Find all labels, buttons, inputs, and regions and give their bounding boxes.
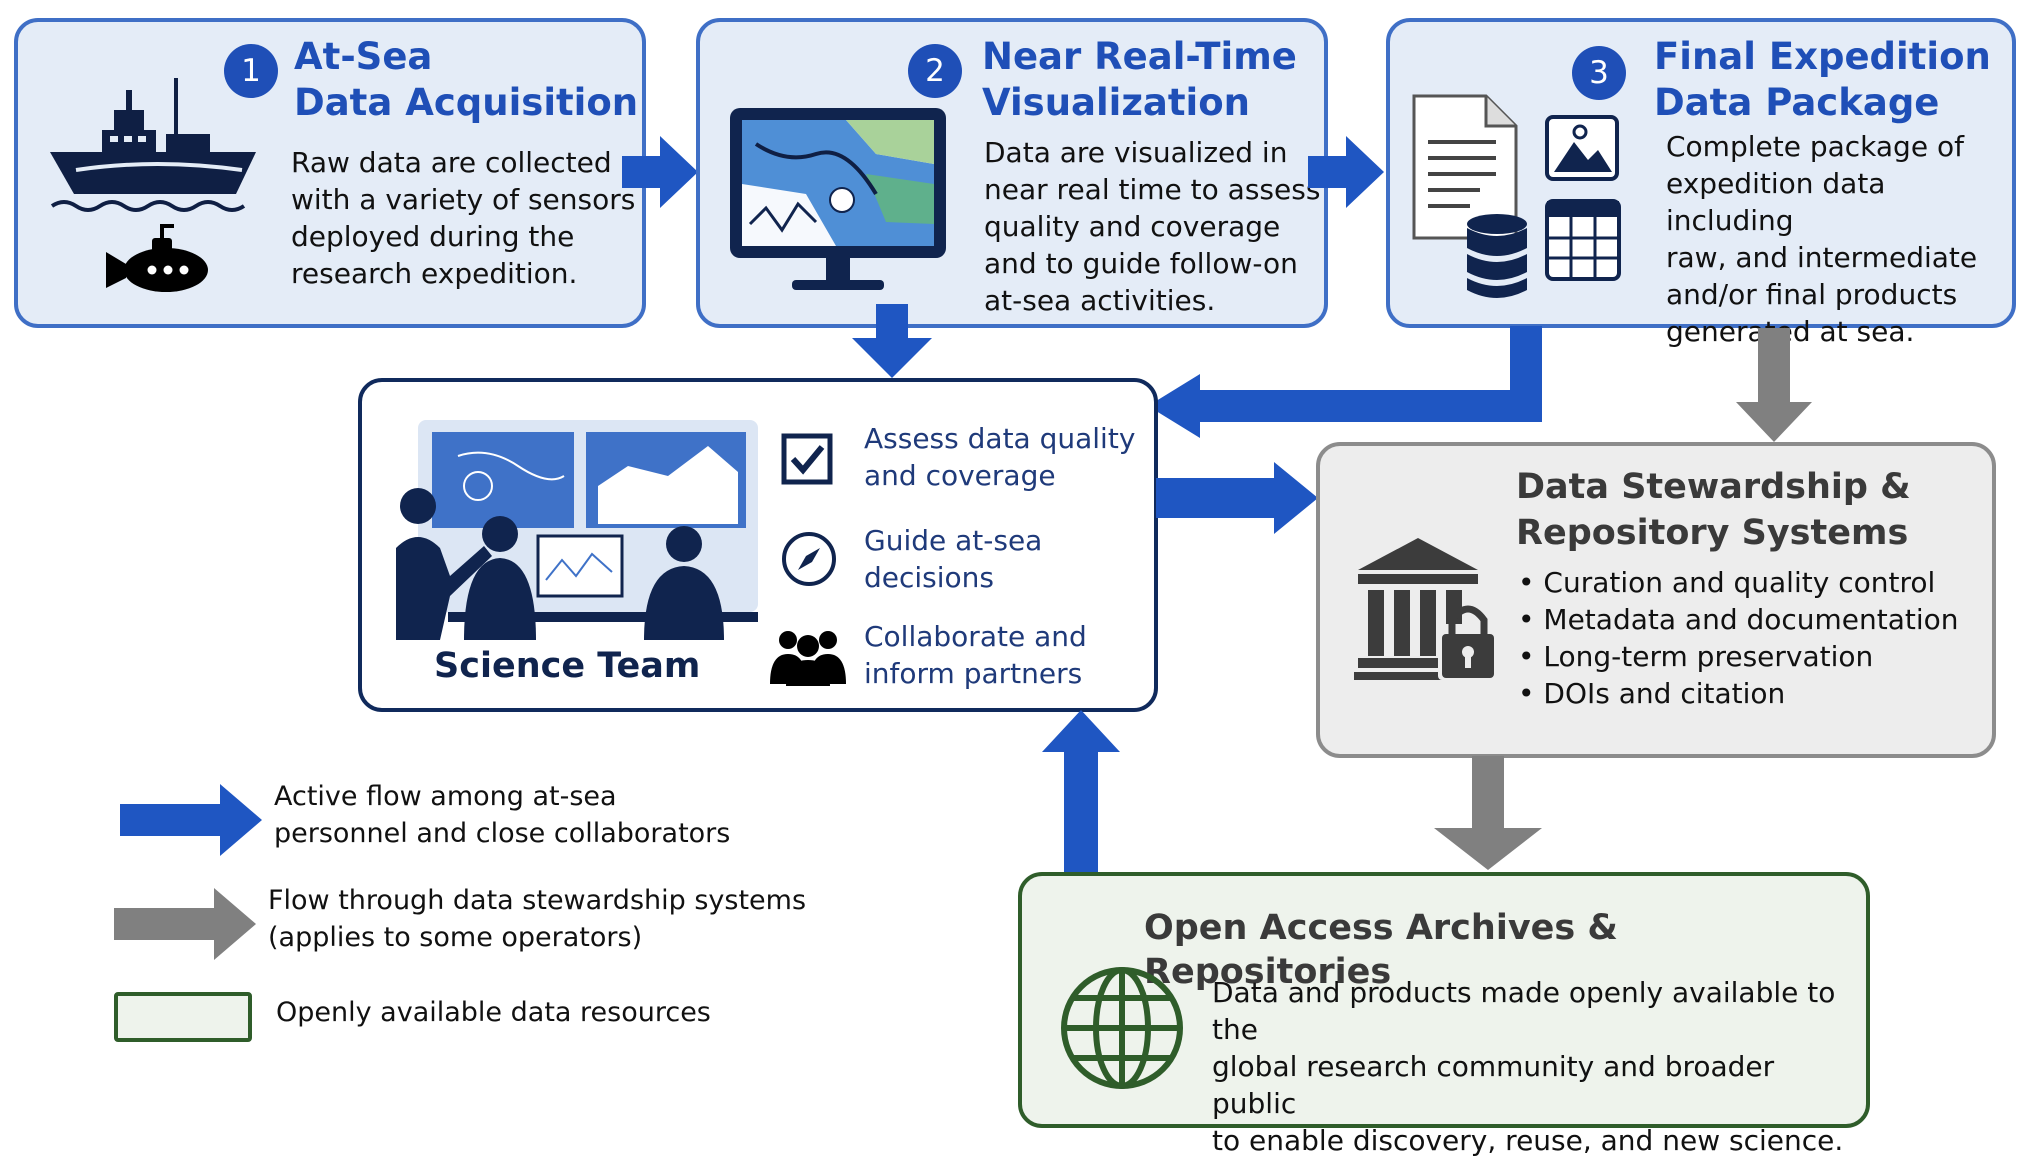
active-flow-arrow [622, 136, 698, 208]
legend-open-resources-text: Openly available data resources [276, 994, 711, 1031]
stewardship-flow-arrow [1434, 756, 1542, 870]
science-item-guide: Guide at-sea decisions [864, 522, 1042, 596]
legend-line: Flow through data stewardship systems [268, 885, 807, 916]
people-icon [770, 631, 846, 686]
stage-body-line: raw, and intermediate [1666, 241, 1978, 274]
compass-icon [782, 532, 836, 586]
science-item-line: inform partners [864, 657, 1083, 690]
stewardship-title: Data Stewardship & Repository Systems [1516, 464, 1911, 556]
legend-stewardship-flow-text: Flow through data stewardship systems (a… [268, 882, 806, 956]
stage-body-line: with a variety of sensors [291, 183, 636, 216]
active-flow-arrow [1042, 710, 1120, 876]
stage-title-line: Near Real-Time [982, 35, 1297, 78]
stewardship-bullet: DOIs and citation [1518, 675, 1959, 712]
science-item-line: decisions [864, 561, 995, 594]
stage-body-line: Complete package of [1666, 130, 1964, 163]
document-icon [1412, 94, 1518, 240]
science-item-line: and coverage [864, 459, 1056, 492]
stage-description: Raw data are collected with a variety of… [291, 144, 635, 292]
stage-title: Near Real-Time Visualization [982, 34, 1297, 126]
stage-body-line: at-sea activities. [984, 284, 1216, 317]
active-flow-arrow [1148, 326, 1542, 438]
stewardship-flow-arrow [1736, 328, 1812, 442]
open-access-box: Open Access Archives & Repositories Data… [1018, 872, 1870, 1157]
stage-body-line: research expedition. [291, 257, 578, 290]
stage-final-expedition-data-package: 3 Final Expedition Data Package Complete… [1386, 18, 2016, 348]
monitor-map-icon [730, 108, 946, 290]
step-number-badge: 2 [908, 44, 962, 98]
stage-body-line: expedition data including [1666, 167, 1886, 237]
data-stewardship-box: Data Stewardship & Repository Systems Cu… [1316, 442, 1996, 758]
open-access-line: Data and products made openly available … [1212, 976, 1836, 1046]
stage-title-line: Visualization [982, 81, 1250, 124]
open-access-title: Open Access Archives & Repositories [1144, 908, 1618, 992]
stage-title-line: Data Acquisition [294, 81, 639, 124]
science-item-line: Guide at-sea [864, 524, 1043, 557]
stage-body-line: Data are visualized in [984, 136, 1288, 169]
bank-lock-icon [1354, 538, 1498, 680]
image-icon [1545, 115, 1619, 181]
stage-body-line: deployed during the [291, 220, 575, 253]
step-number-badge: 1 [224, 44, 278, 98]
active-flow-arrow [1156, 462, 1318, 534]
legend-blue-arrow [120, 784, 262, 856]
step-number-badge: 3 [1572, 46, 1626, 100]
legend-line: Openly available data resources [276, 997, 711, 1028]
stage-body-line: quality and coverage [984, 210, 1281, 243]
legend-gray-arrow [114, 888, 256, 960]
stage-title-line: Final Expedition [1654, 35, 1991, 78]
science-item-collaborate: Collaborate and inform partners [864, 618, 1087, 692]
stewardship-bullet: Long-term preservation [1518, 638, 1959, 675]
science-item-line: Assess data quality [864, 422, 1136, 455]
legend-line: (applies to some operators) [268, 922, 643, 953]
stewardship-bullet: Curation and quality control [1518, 564, 1959, 601]
stage-description: Data are visualized in near real time to… [984, 134, 1320, 319]
active-flow-arrow [852, 304, 932, 378]
science-item-assess: Assess data quality and coverage [864, 420, 1135, 494]
stage-title-line: At-Sea [294, 35, 433, 78]
science-team-label: Science Team [434, 646, 701, 686]
stewardship-bullet-list: Curation and quality control Metadata an… [1518, 564, 1959, 712]
stewardship-bullet: Metadata and documentation [1518, 601, 1958, 638]
stage-near-real-time-visualization: 2 Near Real-Time Visualization Data are … [696, 18, 1328, 328]
submarine-icon [106, 224, 208, 292]
legend-active-flow-text: Active flow among at-sea personnel and c… [274, 778, 730, 852]
stage-title: At-Sea Data Acquisition [294, 34, 638, 126]
stage-title-line: Data Package [1654, 81, 1940, 124]
stage-body-line: and to guide follow-on [984, 247, 1298, 280]
legend-line: Active flow among at-sea [274, 781, 617, 812]
legend-line: personnel and close collaborators [274, 818, 731, 849]
stage-body-line: generated at sea. [1666, 315, 1915, 348]
stewardship-title-line: Data Stewardship & [1516, 467, 1911, 507]
legend-green-box [114, 992, 252, 1042]
stage-body-line: and/or final products [1666, 278, 1958, 311]
stage-at-sea-acquisition: 1 At-Sea Data Acquisition Raw data are c… [14, 18, 646, 328]
ship-icon [50, 78, 256, 212]
database-icon [1467, 214, 1527, 298]
active-flow-arrow [1308, 136, 1384, 208]
open-access-line: global research community and broader pu… [1212, 1050, 1775, 1120]
stage-body-line: Raw data are collected [291, 146, 612, 179]
science-team-box: Science Team Assess data quality and cov… [358, 378, 1158, 712]
spreadsheet-icon [1545, 199, 1621, 281]
science-team-illustration [396, 420, 758, 640]
stage-description: Complete package of expedition data incl… [1666, 128, 2012, 350]
checkbox-icon [781, 433, 833, 485]
globe-icon [1061, 967, 1183, 1089]
stage-body-line: near real time to assess [984, 173, 1321, 206]
open-access-description: Data and products made openly available … [1212, 974, 1866, 1159]
stage-title: Final Expedition Data Package [1654, 34, 1991, 126]
science-item-line: Collaborate and [864, 620, 1087, 653]
open-access-line: to enable discovery, reuse, and new scie… [1212, 1124, 1844, 1157]
stewardship-title-line: Repository Systems [1516, 513, 1909, 553]
